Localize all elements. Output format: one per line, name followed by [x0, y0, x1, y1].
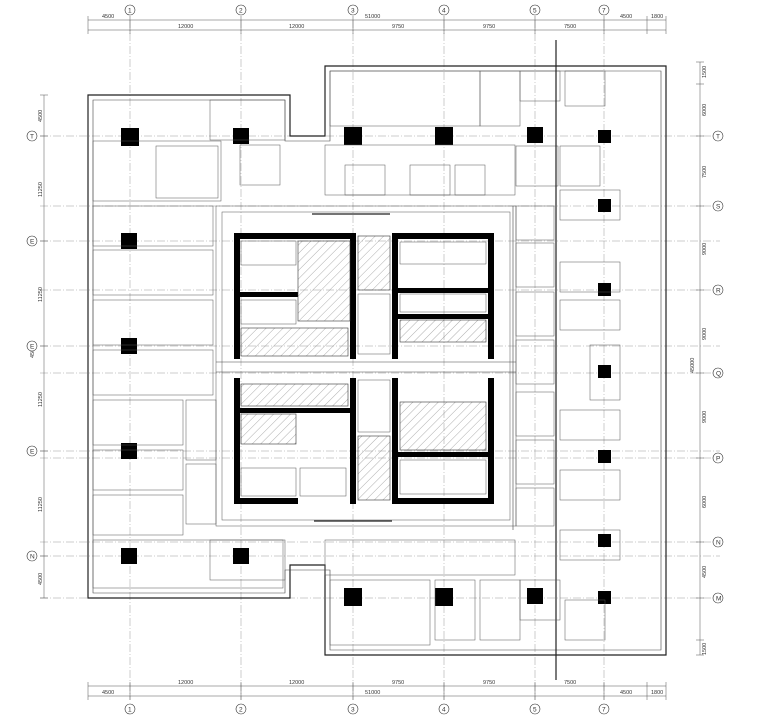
top-axis-bubbles: 1 2 3 4 5 7: [124, 4, 610, 16]
dim-bottom-7: 4500: [620, 690, 632, 696]
axis-right-R: R: [716, 288, 721, 295]
axis-bottom-3: 3: [351, 707, 355, 714]
axis-left-3: E: [30, 344, 35, 351]
axis-left-1: T: [30, 134, 34, 141]
axis-right-P: P: [716, 456, 720, 463]
dim-left-6: 4500: [38, 573, 44, 585]
dim-right-6: 9000: [702, 411, 708, 423]
dim-right-3: 7500: [702, 166, 708, 178]
dim-bottom-8: 1800: [651, 690, 663, 696]
axis-right-T: T: [716, 134, 720, 141]
axis-left-2: E: [30, 239, 35, 246]
axis-top-3: 3: [351, 8, 355, 15]
dim-bottom-2: 12000: [178, 680, 193, 686]
axis-bottom-7: 7: [602, 707, 606, 714]
top-dimension-chain: 4500 12000 12000 9750 9750 7500 4500 180…: [87, 14, 667, 34]
dim-top-2: 12000: [178, 24, 193, 30]
dim-top-7: 4500: [620, 14, 632, 20]
right-axis-bubbles: T S R Q P N M: [712, 130, 724, 604]
dim-right-5: 9000: [702, 328, 708, 340]
dim-left-4: 11250: [38, 392, 44, 407]
dim-top-8: 1800: [651, 14, 663, 20]
dim-top-6: 7500: [564, 24, 576, 30]
axis-bottom-5: 5: [533, 707, 537, 714]
dim-right-7: 6000: [702, 496, 708, 508]
right-dimension-chain: 1500 6000 7500 9000 9000 9000 6000 4500 …: [690, 61, 708, 656]
dim-top-5: 9750: [483, 24, 495, 30]
axis-top-2: 2: [239, 8, 243, 15]
horizontal-axis-lines: [40, 135, 720, 599]
vertical-axis-lines: [129, 20, 605, 700]
axis-right-N: N: [716, 540, 721, 547]
dim-left-1: 4500: [38, 110, 44, 122]
dim-top-total: 51000: [365, 14, 380, 20]
dim-right-9: 1500: [702, 643, 708, 655]
dim-left-5: 11250: [38, 497, 44, 512]
axis-top-5: 5: [533, 8, 537, 15]
central-core: [234, 233, 494, 504]
dim-left-3: 11250: [38, 287, 44, 302]
left-axis-bubbles: T E E E N: [26, 130, 38, 562]
dim-bottom-4: 9750: [392, 680, 404, 686]
axis-left-4: E: [30, 449, 35, 456]
structural-columns: [121, 127, 611, 606]
dim-right-8: 4500: [702, 566, 708, 578]
dim-right-4: 9000: [702, 243, 708, 255]
bottom-axis-bubbles: 1 2 3 4 5 7: [124, 703, 610, 715]
dim-bottom-1: 4500: [102, 690, 114, 696]
building-outline: [87, 65, 667, 656]
axis-right-S: S: [716, 204, 721, 211]
axis-top-1: 1: [128, 8, 132, 15]
axis-right-Q: Q: [716, 371, 721, 378]
dim-bottom-3: 12000: [289, 680, 304, 686]
dim-bottom-total: 51000: [365, 690, 380, 696]
interior-partitions: [92, 40, 621, 680]
dim-right-2: 6000: [702, 104, 708, 116]
axis-left-5: N: [30, 554, 35, 561]
axis-bottom-2: 2: [239, 707, 243, 714]
dim-top-1: 4500: [102, 14, 114, 20]
dim-right-1: 1500: [702, 66, 708, 78]
bottom-dimension-chain: 4500 12000 12000 9750 9750 7500 4500 180…: [87, 680, 667, 700]
dim-right-total: 45000: [690, 358, 696, 373]
dim-bottom-6: 7500: [564, 680, 576, 686]
axis-top-4: 4: [442, 8, 446, 15]
dim-top-3: 12000: [289, 24, 304, 30]
axis-top-7: 7: [602, 8, 606, 15]
axis-bottom-4: 4: [442, 707, 446, 714]
axis-right-M: M: [716, 596, 721, 603]
dim-top-4: 9750: [392, 24, 404, 30]
dim-left-2: 11250: [38, 182, 44, 197]
axis-bottom-1: 1: [128, 707, 132, 714]
dim-bottom-5: 9750: [483, 680, 495, 686]
